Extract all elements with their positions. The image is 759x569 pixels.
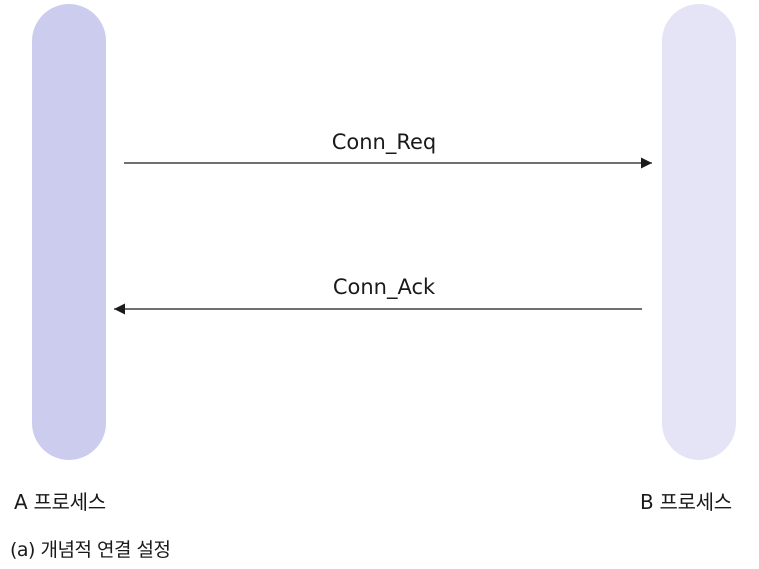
figure-caption: (a) 개념적 연결 설정	[10, 539, 171, 561]
conn-req-label: Conn_Req	[332, 130, 437, 155]
process-a-lifeline	[32, 4, 106, 460]
process-a-label: A 프로세스	[14, 490, 106, 514]
conn-ack-label: Conn_Ack	[333, 275, 436, 300]
process-b-label: B 프로세스	[640, 490, 732, 514]
process-b-lifeline	[662, 4, 736, 460]
